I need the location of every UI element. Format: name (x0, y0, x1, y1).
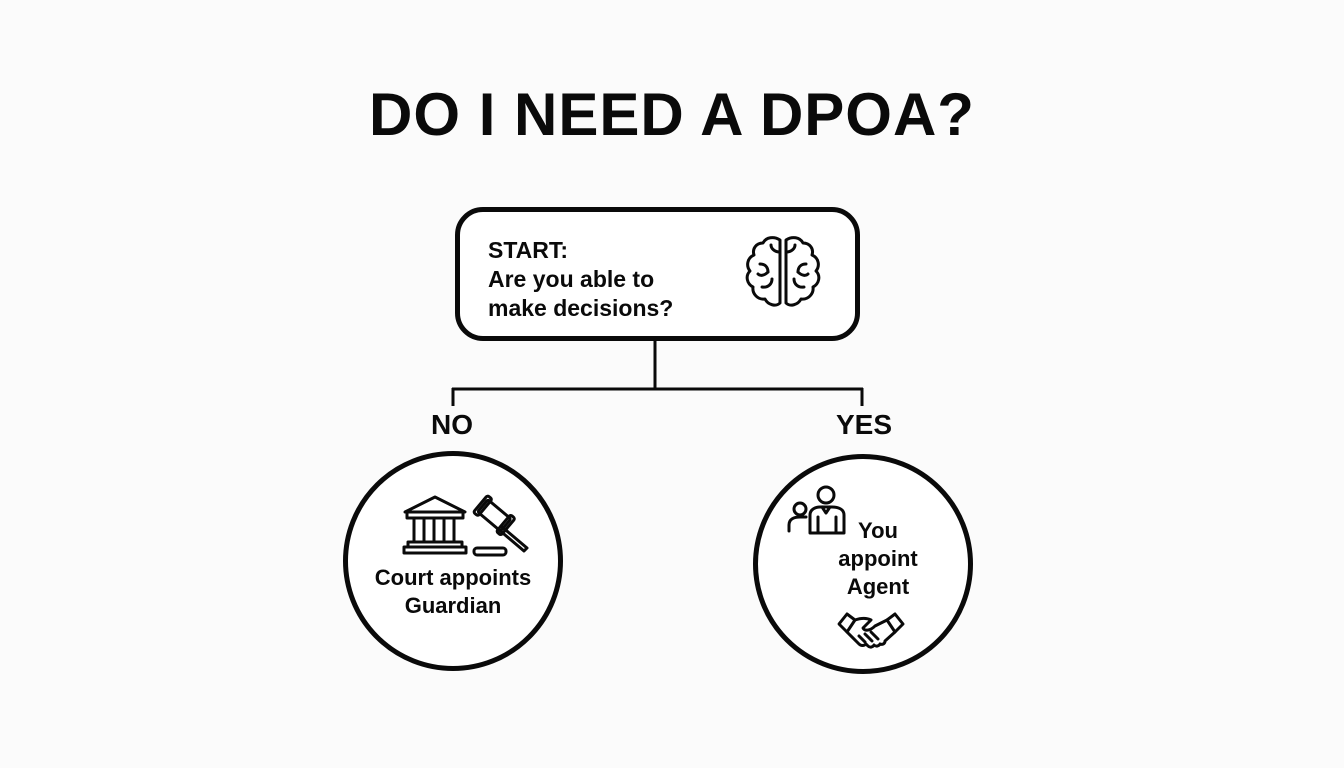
outcome-no-line-1: Court appoints (374, 565, 532, 590)
outcome-no-node: Court appoints Guardian (343, 451, 563, 671)
outcome-yes-node: You appoint Agent (753, 454, 973, 674)
branch-label-yes: YES (836, 409, 893, 440)
question-line-1: Are you able to (488, 266, 655, 292)
outcome-yes-line-1: You (858, 518, 898, 543)
start-label: START: (488, 237, 569, 263)
start-node: START: Are you able to make decisions? (455, 207, 860, 341)
outcome-no-text: Court appoints Guardian (348, 564, 558, 620)
outcome-yes-text: You appoint Agent (828, 517, 928, 601)
outcome-yes-line-3: Agent (846, 574, 910, 599)
brain-icon (745, 236, 821, 307)
outcome-yes-line-2: appoint (838, 546, 918, 571)
branch-label-no: NO (431, 409, 473, 440)
question-line-2: make decisions? (488, 295, 674, 321)
outcome-no-line-2: Guardian (404, 593, 502, 618)
start-question: START: Are you able to make decisions? (488, 236, 673, 323)
courthouse-icon (402, 495, 468, 555)
page-title: DO I NEED A DPOA? (369, 81, 975, 148)
people-icon (787, 485, 846, 535)
handshake-icon (837, 612, 905, 649)
gavel-icon (472, 494, 529, 557)
